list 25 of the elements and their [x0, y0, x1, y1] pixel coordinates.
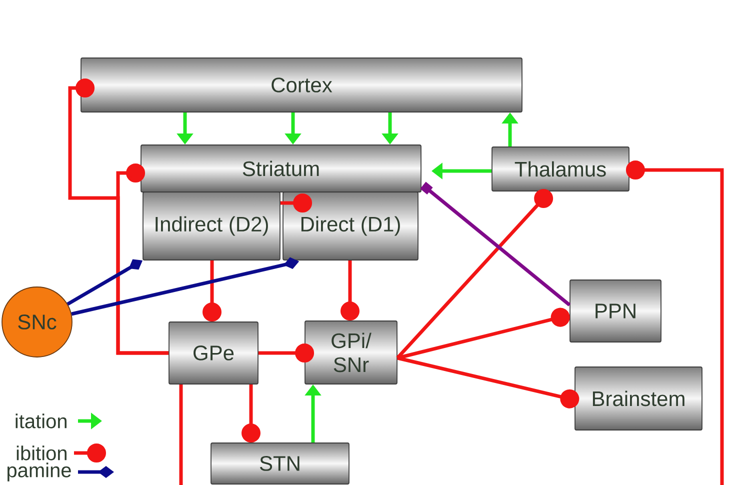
process-box: GPe	[168, 322, 258, 384]
legend-label: itation	[16, 414, 66, 428]
dot-connector	[258, 344, 314, 362]
process-box: PPN	[570, 280, 662, 342]
process-box: Thalamus	[492, 146, 630, 192]
process-box: Striatum	[140, 144, 422, 192]
circle-node: SNc	[2, 286, 72, 358]
dot-connector	[340, 260, 360, 321]
dot-connector	[397, 356, 580, 408]
process-box: Direct (D1)	[282, 192, 418, 260]
dot-connector	[397, 308, 570, 360]
dot-connector	[202, 260, 222, 322]
process-box: Brainstem	[574, 366, 702, 430]
line	[179, 384, 183, 485]
dot-connector	[396, 188, 554, 360]
process-box: STN	[210, 442, 350, 484]
process-box: GPi/ SNr	[304, 320, 398, 384]
dot-connector	[626, 160, 724, 485]
legend-label: pamine	[8, 462, 71, 482]
dot-connector	[280, 194, 312, 212]
dot-connector	[242, 384, 260, 443]
legend-label: ibition	[16, 446, 66, 460]
process-box: Indirect (D2)	[142, 192, 280, 260]
dot-connector	[116, 164, 169, 355]
process-box: Cortex	[80, 58, 522, 112]
